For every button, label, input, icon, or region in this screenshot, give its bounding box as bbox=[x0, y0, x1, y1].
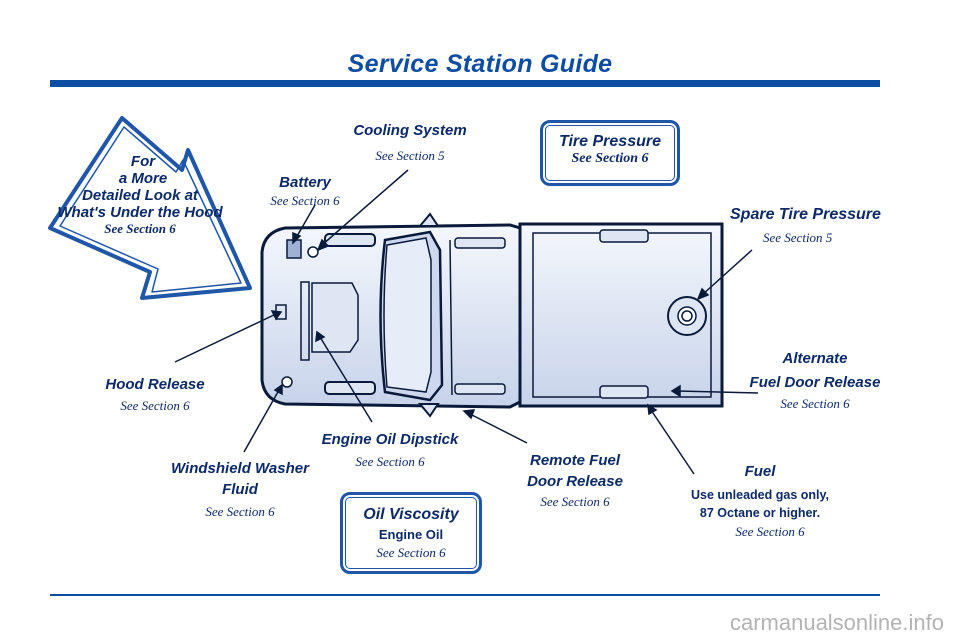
hood-release-label: Hood Release bbox=[105, 376, 205, 393]
fuel-label: Fuel bbox=[744, 463, 776, 480]
tire-pressure-box: Tire Pressure See Section 6 bbox=[540, 120, 680, 186]
leader-lines bbox=[174, 169, 759, 475]
watermark: carmanualsonline.info bbox=[729, 610, 944, 635]
tire-pressure-label: Tire Pressure bbox=[559, 133, 661, 150]
hood-arrow-line1: For bbox=[130, 153, 156, 170]
oil-viscosity-ref: See Section 6 bbox=[376, 545, 446, 560]
washer-ref: See Section 6 bbox=[205, 504, 275, 519]
hood-arrow-shape bbox=[48, 116, 252, 300]
page-title: Service Station Guide bbox=[347, 50, 613, 78]
fuel-line2: 87 Octane or higher. bbox=[699, 506, 821, 520]
title-rule bbox=[50, 80, 880, 87]
oil-viscosity-box: Oil Viscosity Engine Oil See Section 6 bbox=[340, 492, 482, 574]
hood-arrow-ref: See Section 6 bbox=[104, 221, 176, 236]
remote-fuel-line2: Door Release bbox=[527, 473, 623, 490]
washer-line1: Windshield Washer bbox=[171, 460, 309, 477]
truck-illustration bbox=[260, 212, 724, 418]
tire-pressure-ref: See Section 6 bbox=[571, 151, 649, 166]
alt-fuel-door-line1: Alternate bbox=[782, 350, 848, 367]
fuel-ref: See Section 6 bbox=[735, 524, 805, 539]
engine-oil-dipstick-ref: See Section 6 bbox=[355, 454, 425, 469]
cooling-system-label: Cooling System bbox=[353, 122, 467, 139]
engine-oil-dipstick-label: Engine Oil Dipstick bbox=[321, 431, 459, 448]
cooling-system-ref: See Section 5 bbox=[375, 148, 445, 163]
alt-fuel-door-line2: Fuel Door Release bbox=[749, 374, 881, 391]
oil-viscosity-label: Oil Viscosity bbox=[363, 506, 459, 523]
battery-label: Battery bbox=[279, 174, 331, 191]
remote-fuel-ref: See Section 6 bbox=[540, 494, 610, 509]
hood-arrow-line3: Detailed Look at bbox=[82, 187, 198, 204]
hood-arrow-line4: What's Under the Hood bbox=[57, 204, 223, 221]
remote-fuel-line1: Remote Fuel bbox=[529, 452, 620, 469]
hood-arrow-text-lower[interactable]: Detailed Look at What's Under the Hood S… bbox=[40, 187, 240, 237]
footer-rule bbox=[50, 594, 880, 596]
spare-tire-ref: See Section 5 bbox=[763, 230, 833, 245]
alt-fuel-door-ref: See Section 6 bbox=[780, 396, 850, 411]
oil-viscosity-line1: Engine Oil bbox=[378, 527, 444, 542]
battery-ref: See Section 6 bbox=[270, 193, 340, 208]
hood-release-ref: See Section 6 bbox=[120, 398, 190, 413]
hood-arrow-line2: a More bbox=[118, 170, 168, 187]
fuel-line1: Use unleaded gas only, bbox=[690, 488, 829, 502]
washer-line2: Fluid bbox=[222, 481, 258, 498]
spare-tire-label: Spare Tire Pressure bbox=[730, 206, 881, 223]
hood-arrow-text[interactable]: For a More bbox=[88, 153, 198, 187]
